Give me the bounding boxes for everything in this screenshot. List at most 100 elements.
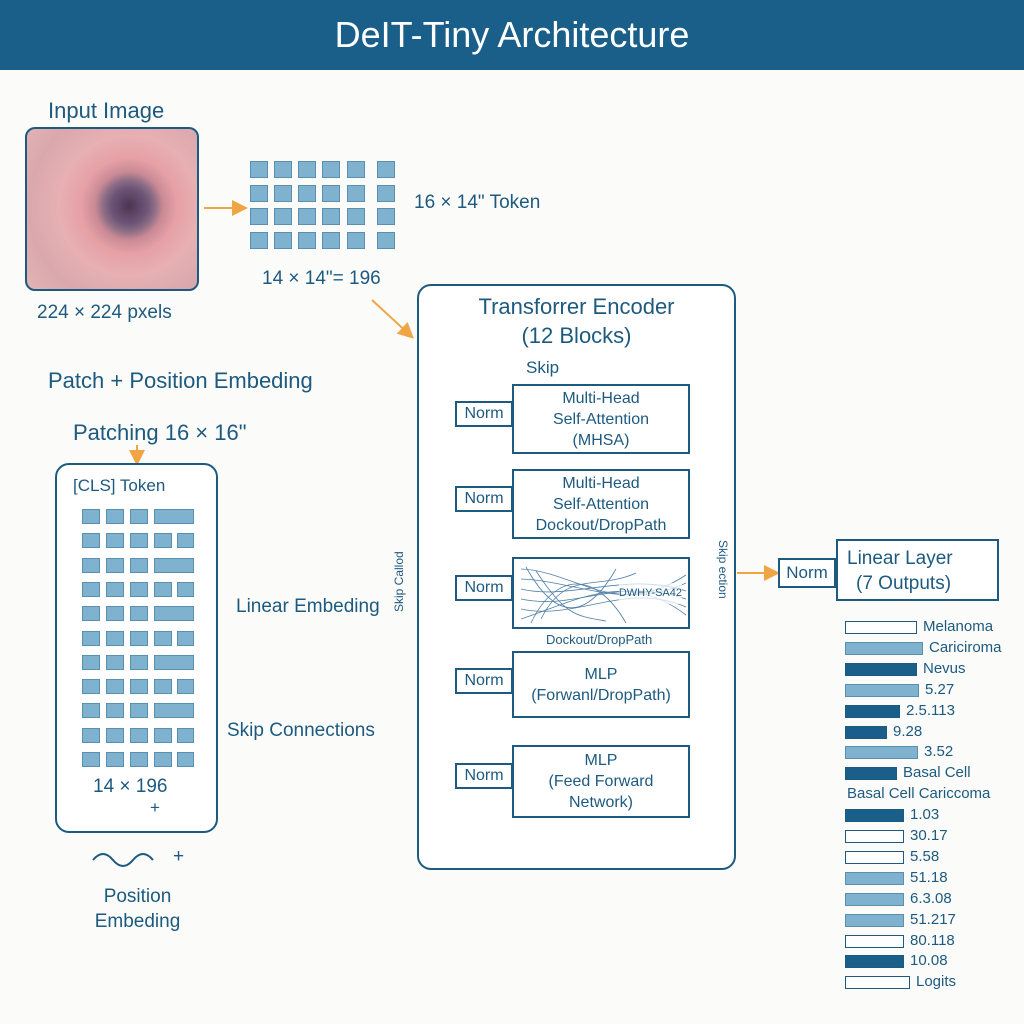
cls-grid-cell <box>82 752 100 767</box>
mlp-ffn-block: MLP (Feed Forward Network) <box>512 745 690 818</box>
logit-label: 9.28 <box>893 722 923 740</box>
input-size-label: 224 × 224 pxels <box>37 302 172 323</box>
token-cell <box>274 231 292 249</box>
cls-grid-cell <box>106 533 124 549</box>
cls-token-panel <box>55 463 218 833</box>
logit-bar <box>845 683 919 697</box>
linear-layer-line-1: Linear Layer <box>847 548 953 569</box>
logit-bar <box>845 725 887 739</box>
input-image <box>25 127 199 291</box>
logit-label: 2.5.113 <box>906 701 955 719</box>
logit-bar <box>845 704 900 718</box>
skip-connections-label: Skip Connections <box>227 720 375 741</box>
cls-grid-label: 14 × 196 <box>93 776 168 797</box>
linear-layer-box: Linear Layer (7 Outputs) <box>836 539 999 601</box>
left-vertical-label: Skip Callod <box>392 551 406 612</box>
logit-label: 51.217 <box>910 910 956 928</box>
position-plus: + <box>173 846 185 867</box>
linear-layer-line-2: (7 Outputs) <box>856 573 952 594</box>
mhsa-line-3: (MHSA) <box>572 431 630 449</box>
cls-grid-cell <box>82 727 100 743</box>
token-cell <box>377 208 395 225</box>
cls-grid-cell <box>106 630 124 646</box>
cls-grid-cell <box>177 533 194 549</box>
cls-grid-cell <box>82 533 100 549</box>
patch-embedding-heading: Patch + Position Embeding <box>48 368 313 393</box>
token-cell <box>250 231 268 249</box>
mlp-ffn-line-1: MLP <box>584 752 618 769</box>
cls-grid-cell <box>177 727 194 743</box>
cls-grid-cell <box>130 509 148 524</box>
cls-grid-cell <box>154 533 172 549</box>
logit-bar <box>845 641 923 655</box>
cls-grid-cell <box>154 654 194 670</box>
token-cell <box>347 161 365 178</box>
logit-label: Nevus <box>923 659 966 677</box>
token-count-label: 14 × 14"= 196 <box>262 268 381 289</box>
cls-grid-cell <box>130 679 148 695</box>
logit-bar <box>845 621 917 634</box>
cls-grid-cell <box>130 630 148 646</box>
position-embedding-line-2: Embeding <box>94 911 181 932</box>
norm-box-3: Norm <box>455 575 513 601</box>
encoder-subtitle: (12 Blocks) <box>521 323 632 348</box>
mhsa-dropout-line-3: Dockout/DropPath <box>535 516 667 534</box>
attention-block-text: DWHY-SA42 <box>618 582 682 604</box>
logit-label: 1.03 <box>910 806 940 824</box>
token-cell <box>298 161 316 178</box>
cls-grid-cell <box>177 581 194 597</box>
cls-grid-cell <box>177 752 194 767</box>
cls-grid-cell <box>106 727 124 743</box>
logit-label: 6.3.08 <box>910 889 952 907</box>
token-cell <box>274 161 292 178</box>
token-cell <box>322 231 340 249</box>
token-cell <box>274 208 292 225</box>
logit-label: Logits <box>916 973 957 991</box>
token-cell <box>347 208 365 225</box>
logit-label: 5.27 <box>925 680 955 698</box>
input-image-label: Input Image <box>48 98 165 123</box>
cls-grid-cell <box>130 606 148 622</box>
logit-label: 3.52 <box>924 743 954 761</box>
mlp-dropout-block: MLP (Forwanl/DropPath) <box>512 651 690 718</box>
logit-bar <box>845 767 897 781</box>
cls-grid-cell <box>82 606 100 622</box>
encoder-title: Transforrer Encoder (12 Blocks) <box>417 292 736 350</box>
cls-grid-cell <box>130 727 148 743</box>
cls-grid-cell <box>106 581 124 597</box>
logit-bar <box>845 850 904 864</box>
linear-embedding-label: Linear Embeding <box>236 596 380 617</box>
token-cell <box>274 184 292 202</box>
cls-grid-cell <box>82 581 100 597</box>
encoder-title-text: Transforrer Encoder <box>478 294 675 319</box>
token-cell <box>377 231 395 249</box>
attention-pattern-block: DWHY-SA42 <box>512 557 690 629</box>
cls-grid-cell <box>82 509 100 524</box>
logit-label: Basal Cell <box>903 764 971 782</box>
cls-grid-cell <box>106 679 124 695</box>
logit-bar <box>845 746 918 760</box>
cls-grid-cell <box>130 752 148 767</box>
logit-bar <box>845 871 904 885</box>
cls-grid-cell <box>154 679 172 695</box>
logit-label: 30.17 <box>910 827 948 844</box>
mhsa-dropout-block: Multi-Head Self-Attention Dockout/DropPa… <box>512 469 690 539</box>
norm-box-4: Norm <box>455 668 513 694</box>
logit-label: 10.08 <box>910 952 948 970</box>
mhsa-dropout-line-1: Multi-Head <box>562 474 640 492</box>
mhsa-line-1: Multi-Head <box>562 389 640 407</box>
token-cell <box>250 208 268 225</box>
cls-grid-cell <box>130 533 148 549</box>
mlp-dropout-line-2: (Forwanl/DropPath) <box>531 686 671 704</box>
token-cell <box>250 161 268 178</box>
cls-grid-cell <box>154 581 172 597</box>
cls-grid-cell <box>106 654 124 670</box>
cls-grid-cell <box>130 654 148 670</box>
logit-label: 51.18 <box>910 868 948 886</box>
cls-grid-cell <box>106 752 124 767</box>
token-cell <box>322 161 340 178</box>
logit-bar <box>845 934 904 948</box>
mhsa-dropout-line-2: Self-Attention <box>552 495 650 513</box>
logit-bar <box>845 830 904 843</box>
position-embedding-label: Position Embeding <box>70 884 205 934</box>
